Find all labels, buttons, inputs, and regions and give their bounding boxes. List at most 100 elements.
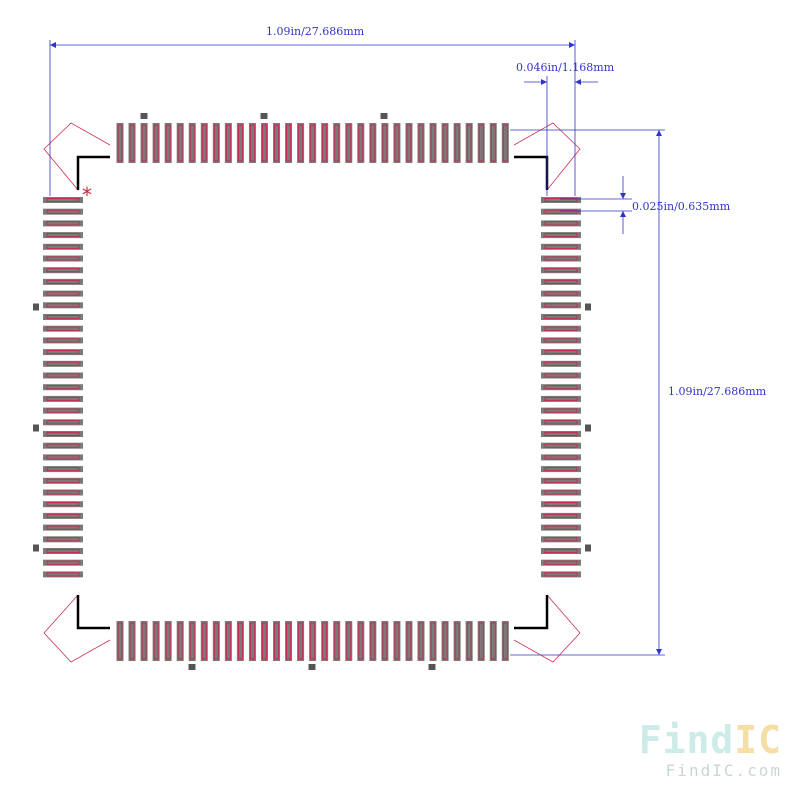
pad-top-outline [454, 124, 460, 162]
dim-right-arrow-top [656, 130, 662, 136]
pad-top-outline [466, 124, 472, 162]
pad-bottom-outline [177, 622, 183, 660]
pad-top-outline [225, 124, 231, 162]
pad-top [285, 123, 293, 163]
pad-left [43, 477, 83, 484]
pad-left-outline [46, 350, 80, 355]
pad-left [43, 290, 83, 297]
pad-bottom-outline [298, 622, 304, 660]
courtyard-outline [43, 122, 581, 663]
pad-top [224, 123, 232, 163]
pad-right-outline [544, 209, 578, 214]
dim-padw-arrow-left [541, 79, 547, 85]
pad-top [297, 123, 305, 163]
pad-top [465, 123, 473, 163]
pad-top-outline [141, 124, 147, 162]
pad-right-outline [544, 350, 578, 355]
pad-left [43, 325, 83, 332]
pad-left-outline [46, 490, 80, 495]
pad-top-outline [201, 124, 207, 162]
pad-right-outline [544, 490, 578, 495]
pad-bottom-outline [418, 622, 424, 660]
pad-bottom [116, 621, 124, 661]
pad-right-outline [544, 361, 578, 366]
silk-corner-top-right [514, 155, 549, 190]
pad-top [236, 123, 244, 163]
pad-top-outline [418, 124, 424, 162]
pad-top [140, 123, 148, 163]
pad-right-outline [544, 560, 578, 565]
pad-right-outline [544, 291, 578, 296]
pad-right-outline [544, 420, 578, 425]
pad-right [541, 243, 581, 250]
pad-top-outline [430, 124, 436, 162]
pad-bottom [357, 621, 365, 661]
pad-bottom-outline [250, 622, 255, 660]
pad-right-outline [544, 303, 578, 308]
pad-bottom [273, 621, 281, 661]
courtyard-bottom-right [513, 594, 581, 663]
pad-bottom-outline [286, 622, 291, 660]
pad-top-outline [382, 124, 388, 162]
pad-left [43, 419, 83, 426]
pad-left [43, 314, 83, 320]
pad-left [43, 360, 83, 367]
pad-left-outline [46, 244, 80, 249]
dim-pitch-label: 0.025in/0.635mm [632, 200, 731, 213]
courtyard-top-left [43, 122, 111, 191]
pad-right [541, 395, 581, 402]
pad-left-outline [46, 221, 80, 226]
pad-top-outline [394, 124, 400, 162]
pad-left-outline [46, 420, 80, 425]
pad-top-outline [153, 124, 159, 162]
pad-left [43, 278, 83, 285]
dim-right-arrow-bottom [656, 649, 662, 655]
pad-left [43, 407, 83, 414]
pad-right [541, 431, 581, 437]
pad-right-outline [544, 338, 578, 343]
pad-bottom [236, 621, 244, 661]
pad-top [321, 123, 329, 163]
pad-right-outline [544, 221, 578, 226]
pad-top [489, 123, 497, 163]
pad-left [43, 302, 83, 309]
pad-left-outline [46, 268, 80, 273]
pad-top-outline [286, 124, 291, 162]
pad-bottom-outline [274, 622, 279, 660]
pad-bottom [381, 621, 389, 661]
pad-bottom [140, 621, 148, 661]
pad-top [212, 123, 220, 163]
pad-left-outline [46, 197, 80, 202]
pad-array [43, 123, 581, 661]
pad-right-outline [544, 244, 578, 249]
pad-right [541, 548, 581, 554]
pad-top-outline [322, 124, 328, 162]
pad-top [405, 123, 413, 163]
pad-top-outline [502, 124, 508, 162]
pad-bottom [200, 621, 208, 661]
pad-bottom [465, 621, 473, 661]
pad-left [43, 372, 83, 379]
pad-right [541, 197, 581, 203]
pad-right [541, 442, 581, 449]
pad-top-outline [237, 124, 243, 162]
pad-bottom [405, 621, 413, 661]
pad-top-outline [165, 124, 171, 162]
pad-right-outline [544, 467, 578, 472]
pad-left [43, 395, 83, 402]
pad-left-outline [46, 279, 80, 284]
pad-top-outline [406, 124, 412, 162]
pad-bottom-outline [346, 622, 352, 660]
pad-bottom [501, 621, 509, 661]
pad-bottom [248, 621, 256, 661]
pad-top [501, 123, 509, 163]
pad-right [541, 349, 581, 356]
pad-left [43, 559, 83, 566]
pad-top-outline [478, 124, 484, 162]
pad-bottom-outline [262, 622, 267, 660]
pad-bottom [152, 621, 160, 661]
fiducial-mark [585, 424, 591, 432]
pad-top [393, 123, 401, 163]
pad-top [248, 123, 256, 163]
